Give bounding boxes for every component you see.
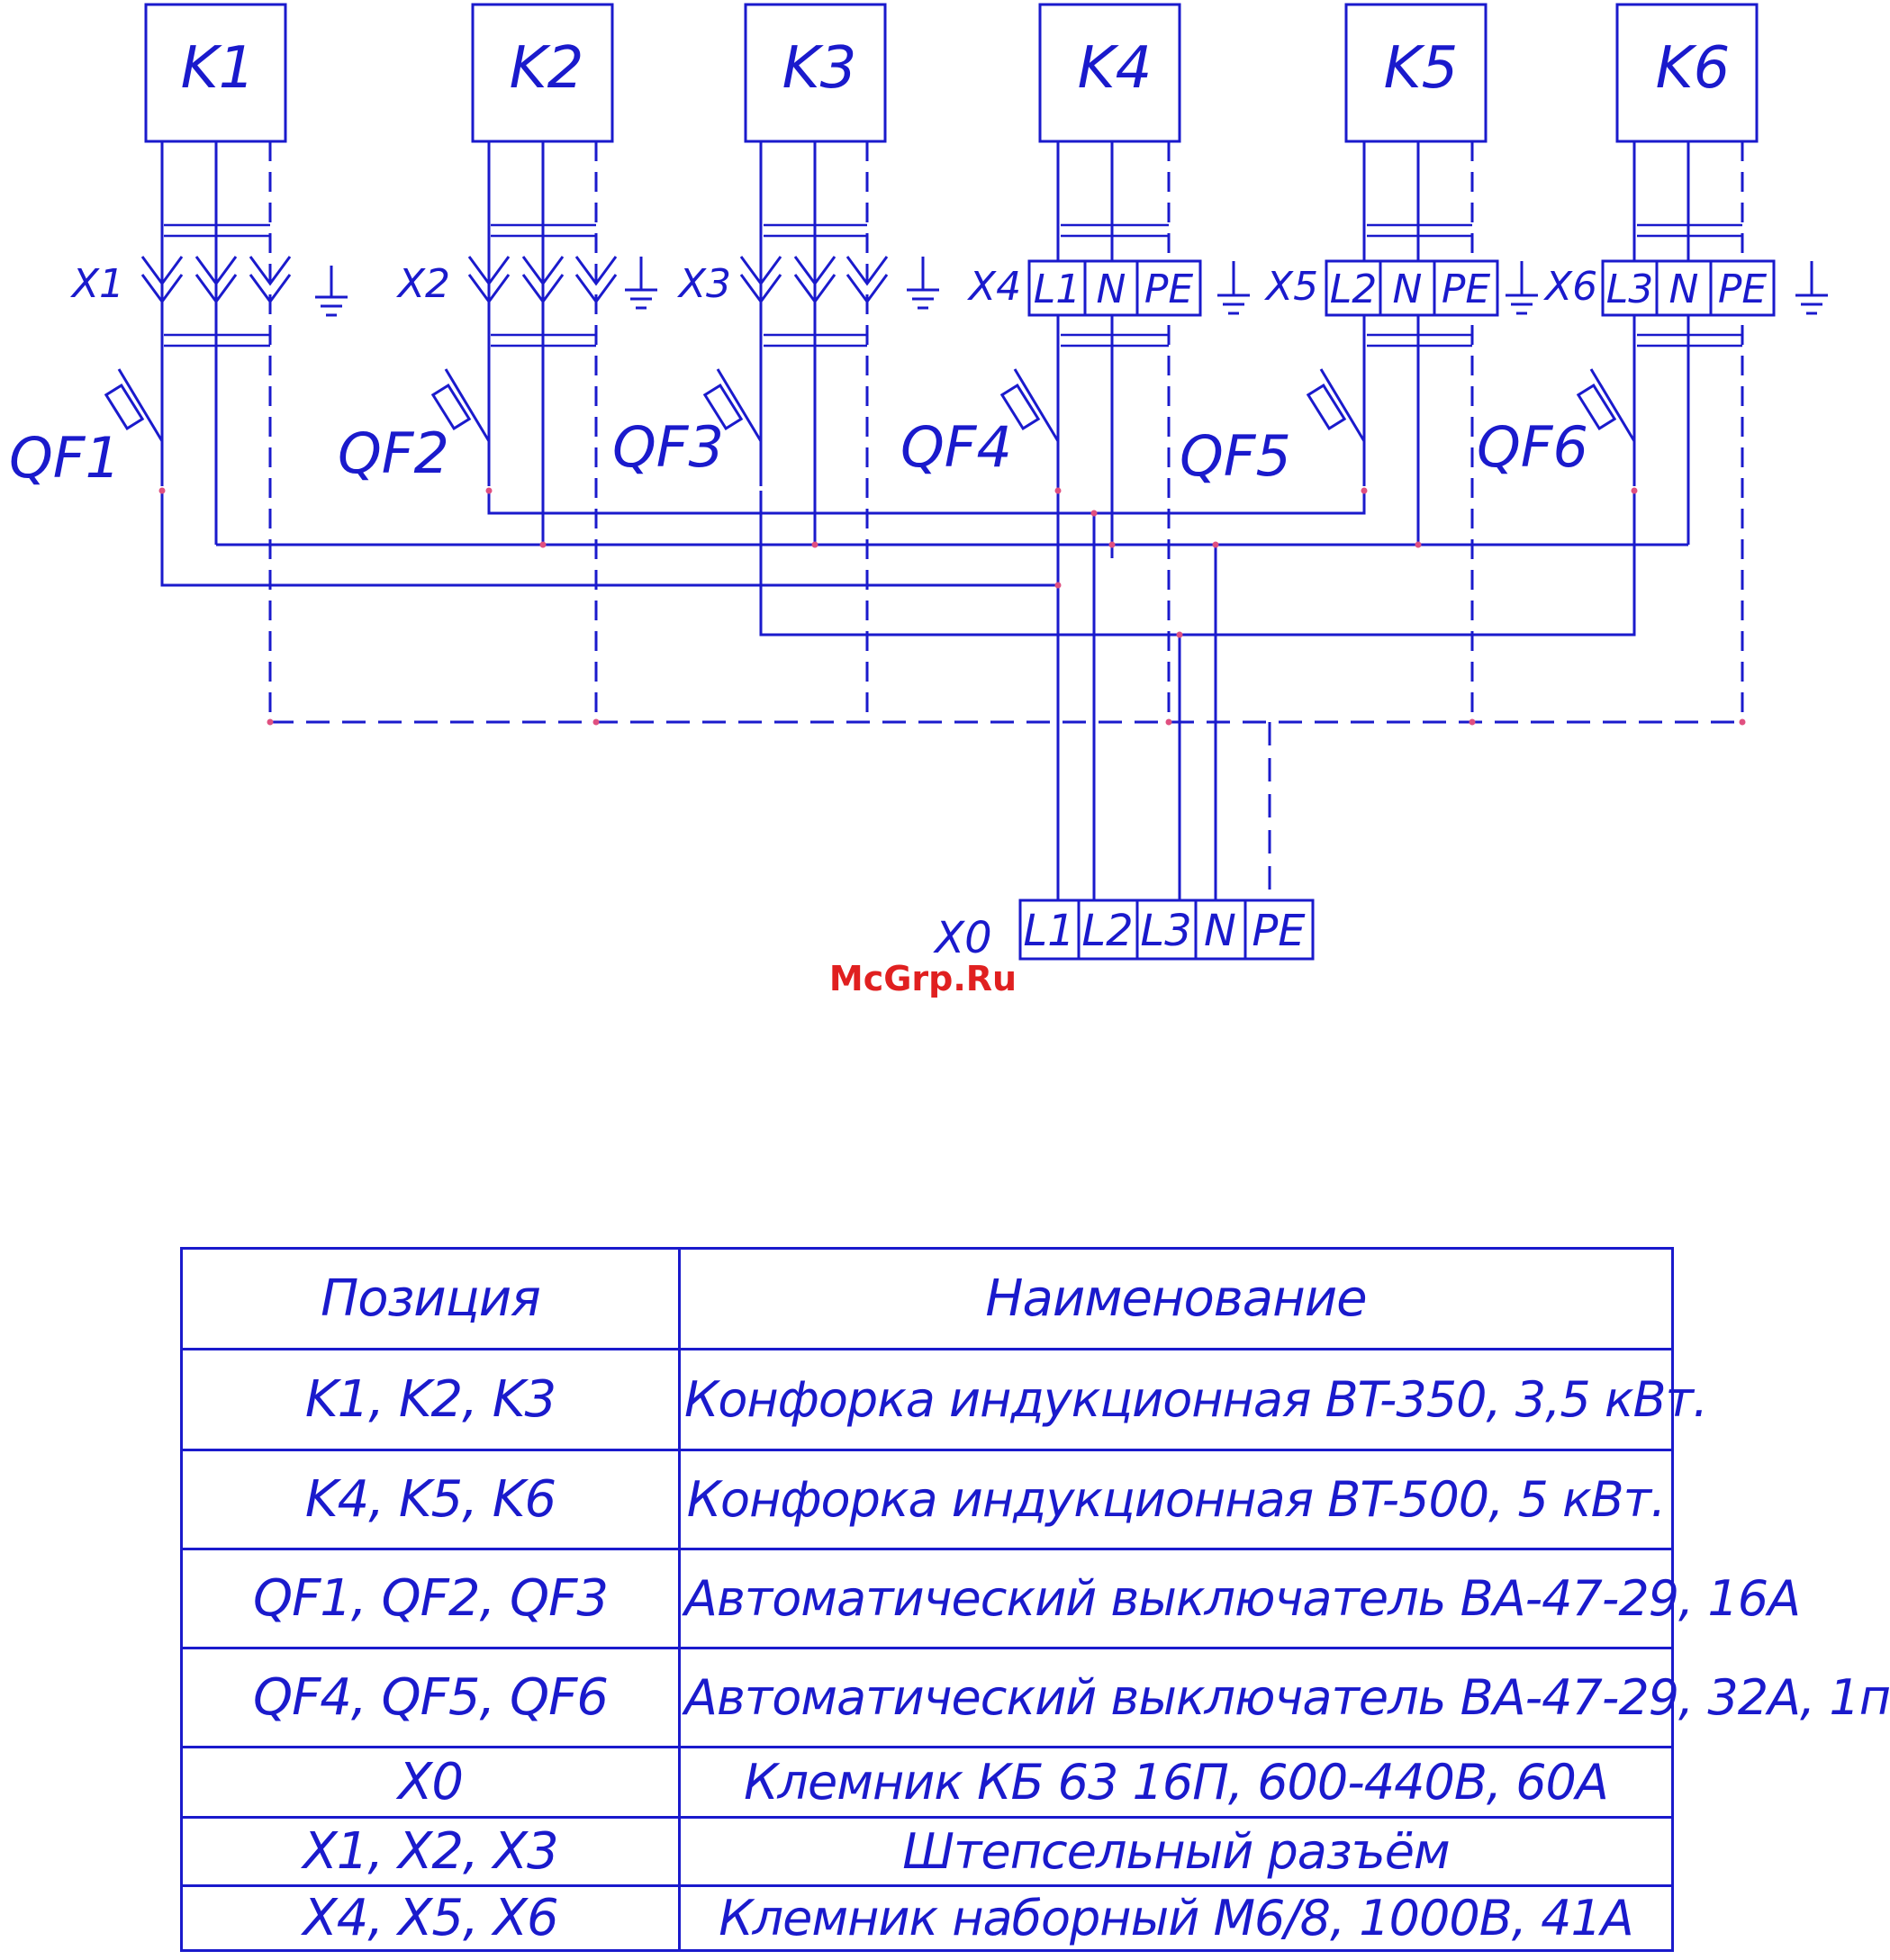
row-position: QF1, QF2, QF3 bbox=[180, 1548, 681, 1649]
load-k5 bbox=[1344, 3, 1488, 143]
junction-dots bbox=[158, 487, 1746, 726]
table-row: K1, K2, K3 Конфорка индукционная BT-350,… bbox=[180, 1348, 1708, 1451]
plug-x3-label: X3 bbox=[677, 261, 731, 307]
block-x5-cell-n: N bbox=[1393, 266, 1423, 312]
row-name: Штепсельный разъём bbox=[678, 1816, 1674, 1887]
row-name: Конфорка индукционная BT-500, 5 кВт. bbox=[678, 1449, 1674, 1550]
block-x6-cell-l3: L3 bbox=[1606, 266, 1654, 312]
header-position: Позиция bbox=[180, 1247, 681, 1350]
block-x4-cell-pe: PE bbox=[1144, 266, 1194, 312]
breaker-qf2-label: QF2 bbox=[338, 420, 449, 486]
load-k4 bbox=[1038, 3, 1181, 143]
row-name: Конфорка индукционная BT-350, 3,5 кВт. bbox=[678, 1348, 1708, 1451]
breaker-qf1-label: QF1 bbox=[9, 425, 121, 491]
plug-contacts bbox=[140, 256, 889, 304]
breaker-icon bbox=[104, 368, 1636, 442]
row-position: K4, K5, K6 bbox=[180, 1449, 681, 1550]
breaker-qf4-label: QF4 bbox=[900, 414, 1012, 480]
row-name: Автоматический выключатель ВА-47-29, 16А bbox=[678, 1548, 1801, 1649]
load-k2-label: K2 bbox=[510, 35, 584, 102]
block-x6-label: X6 bbox=[1543, 264, 1597, 310]
block-x5-cell-pe: PE bbox=[1442, 266, 1491, 312]
table-row: X4, X5, X6 Клемник наборный М6/8, 1000В,… bbox=[180, 1884, 1674, 1952]
block-x4-label: X4 bbox=[967, 264, 1021, 310]
main-terminal-label: X0 bbox=[932, 913, 991, 963]
x0-cell-l3: L3 bbox=[1140, 906, 1191, 956]
plug-x2-label: X2 bbox=[396, 261, 450, 307]
pe-bus bbox=[270, 720, 1742, 927]
block-x5-label: X5 bbox=[1264, 264, 1318, 310]
bus-wires bbox=[160, 491, 1688, 927]
block-x4-cell-l1: L1 bbox=[1034, 266, 1081, 312]
breaker-qf3-label: QF3 bbox=[612, 414, 724, 480]
block-x5-cell-l2: L2 bbox=[1330, 266, 1378, 312]
row-position: QF4, QF5, QF6 bbox=[180, 1647, 681, 1748]
wiring-diagram: K1 K2 K3 K4 K5 K6 bbox=[9, 3, 1828, 998]
breaker-qf5-label: QF5 bbox=[1180, 423, 1291, 489]
row-position: X0 bbox=[180, 1746, 681, 1819]
breaker-qf6-label: QF6 bbox=[1477, 414, 1588, 480]
row-position: K1, K2, K3 bbox=[180, 1348, 681, 1451]
row-position: X4, X5, X6 bbox=[180, 1884, 681, 1952]
load-k6-label: K6 bbox=[1656, 35, 1731, 102]
plug-x1-label: X1 bbox=[70, 261, 124, 307]
header-name: Наименование bbox=[678, 1247, 1674, 1350]
load-k5-label: K5 bbox=[1384, 35, 1459, 102]
pe-leads bbox=[268, 141, 1744, 722]
load-k4-label: K4 bbox=[1078, 35, 1153, 102]
table-row: X0 Клемник КБ 63 16П, 600-440В, 60А bbox=[180, 1746, 1674, 1819]
load-k1-label: K1 bbox=[181, 35, 256, 102]
row-name: Автоматический выключатель ВА-47-29, 32А… bbox=[678, 1647, 1890, 1748]
x0-cell-n: N bbox=[1204, 906, 1236, 956]
ground-icon bbox=[315, 257, 1828, 317]
cable-ties bbox=[164, 223, 1742, 348]
row-position: X1, X2, X3 bbox=[180, 1816, 681, 1887]
block-x6-cell-n: N bbox=[1669, 266, 1699, 312]
x0-cell-l2: L2 bbox=[1081, 906, 1133, 956]
table-row: QF4, QF5, QF6 Автоматический выключатель… bbox=[180, 1647, 1890, 1748]
main-terminal-x0 bbox=[1018, 899, 1315, 961]
table-row: QF1, QF2, QF3 Автоматический выключатель… bbox=[180, 1548, 1801, 1649]
table-row: X1, X2, X3 Штепсельный разъём bbox=[180, 1816, 1674, 1887]
x0-cell-pe: PE bbox=[1252, 906, 1306, 956]
table-header-row: Позиция Наименование bbox=[180, 1247, 1674, 1350]
table-row: K4, K5, K6 Конфорка индукционная BT-500,… bbox=[180, 1449, 1674, 1550]
block-x6-cell-pe: PE bbox=[1718, 266, 1768, 312]
block-x4-cell-n: N bbox=[1097, 266, 1126, 312]
terminal-blocks bbox=[1027, 259, 1776, 317]
watermark: McGrp.Ru bbox=[829, 959, 1017, 998]
load-boxes bbox=[144, 3, 1759, 143]
specification-table: Позиция Наименование K1, K2, K3 Конфорка… bbox=[180, 1247, 1890, 1952]
x0-cell-l1: L1 bbox=[1023, 906, 1074, 956]
row-name: Клемник наборный М6/8, 1000В, 41А bbox=[678, 1884, 1674, 1952]
load-k3-label: K3 bbox=[782, 35, 857, 102]
row-name: Клемник КБ 63 16П, 600-440В, 60А bbox=[678, 1746, 1674, 1819]
